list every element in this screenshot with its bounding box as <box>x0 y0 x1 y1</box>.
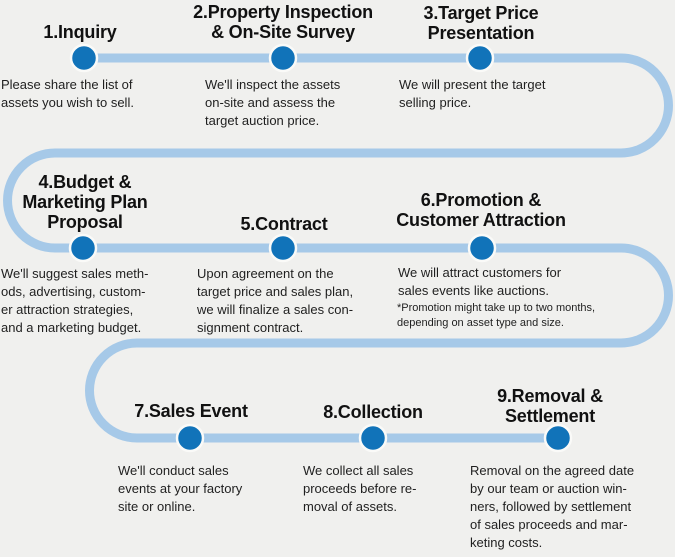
step-4-title: 4.Budget & Marketing Plan Proposal <box>22 172 148 232</box>
step-5-description: Upon agreement on the target price and s… <box>197 266 354 335</box>
step-1-title: 1.Inquiry <box>43 22 117 42</box>
step-5-title: 5.Contract <box>240 214 328 234</box>
step-9-dot <box>543 423 573 453</box>
step-4-description: We'll suggest sales meth- ods, advertisi… <box>1 266 149 335</box>
step-2-dot <box>268 43 298 73</box>
step-6-note: *Promotion might take up to two months, … <box>397 302 596 329</box>
flow-path <box>3 53 673 443</box>
step-8-description: We collect all sales proceeds before re-… <box>303 463 417 514</box>
step-7-dot <box>175 423 205 453</box>
step-7-description: We'll conduct sales events at your facto… <box>118 463 243 514</box>
step-6-title: 6.Promotion & Customer Attraction <box>396 190 566 230</box>
step-8-title: 8.Collection <box>323 402 423 422</box>
step-5-dot <box>268 233 298 263</box>
step-3-dot <box>465 43 495 73</box>
step-9-description: Removal on the agreed date by our team o… <box>470 463 635 550</box>
step-1-dot <box>69 43 99 73</box>
step-6-description: We will attract customers for sales even… <box>398 265 562 298</box>
step-1-description: Please share the list of assets you wish… <box>1 77 134 110</box>
step-3-title: 3.Target Price Presentation <box>423 3 539 43</box>
step-7-title: 7.Sales Event <box>134 401 248 421</box>
step-6-dot <box>467 233 497 263</box>
step-3-description: We will present the target selling price… <box>399 77 546 110</box>
step-9-title: 9.Removal & Settlement <box>497 386 603 426</box>
step-4-dot <box>68 233 98 263</box>
step-8-dot <box>358 423 388 453</box>
step-2-description: We'll inspect the assets on-site and ass… <box>205 77 341 128</box>
step-2-title: 2.Property Inspection & On-Site Survey <box>193 2 373 42</box>
